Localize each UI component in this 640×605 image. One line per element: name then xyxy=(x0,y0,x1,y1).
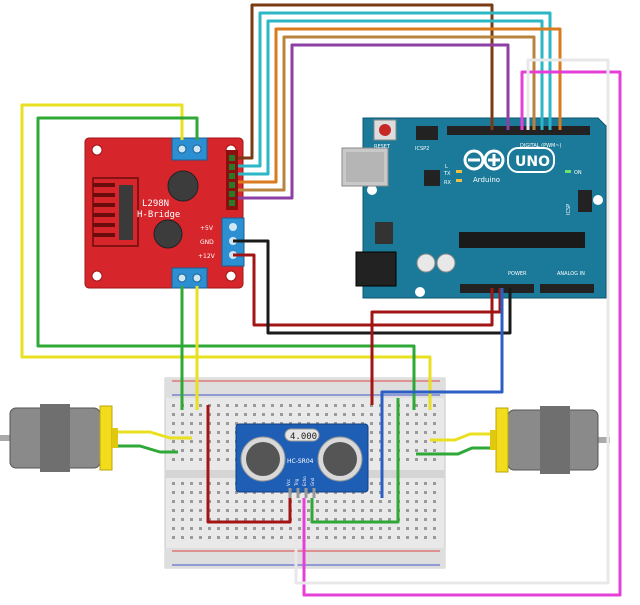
rx-label: RX xyxy=(444,180,451,186)
power-header xyxy=(460,284,534,293)
wire-motor-right-yellow xyxy=(430,432,490,442)
wire-magenta-1 xyxy=(302,70,622,597)
heatsink xyxy=(92,177,139,247)
atmega-chip xyxy=(459,232,585,248)
l298n-header-pins xyxy=(226,150,238,210)
sensor-pin-label: Vcc xyxy=(286,479,291,486)
on-label: ON xyxy=(574,170,582,176)
wire-cyan-2 xyxy=(238,19,544,176)
l298n-terminal-top xyxy=(171,137,208,161)
sensor-pin xyxy=(304,488,308,498)
sensor-pin-label: Trig xyxy=(294,478,299,487)
l298n-model: L298N xyxy=(142,199,169,209)
wire-black-gnd xyxy=(233,239,512,335)
power-jack xyxy=(355,251,397,287)
wire-motor-right-green xyxy=(416,446,490,456)
power-label: POWER xyxy=(508,271,527,277)
wire-motor-left-green xyxy=(118,444,178,454)
wire-green-top xyxy=(36,116,416,410)
wire-green-gnd xyxy=(310,398,400,524)
sensor-pin xyxy=(288,488,292,498)
small-chip xyxy=(424,170,440,186)
sensor-pin-label: Gnd xyxy=(310,477,315,486)
wire-blue xyxy=(380,288,504,498)
digital-header xyxy=(447,126,590,135)
icsp2-label: ICSP2 xyxy=(415,146,429,152)
l-label: L xyxy=(445,164,448,170)
wire-cyan-1 xyxy=(238,11,552,168)
l298n-module: L298N H-Bridge +5V GND +12V xyxy=(84,137,245,289)
arduino-uno: RESET ICSP2 DIGITAL (PWM~) UNO Arduino L… xyxy=(341,117,607,299)
wire-brown xyxy=(238,3,494,160)
pin-5v-label: +5V xyxy=(200,225,214,232)
sensor-model: HC-SR04 xyxy=(287,458,314,465)
wire-yellow-top xyxy=(20,103,432,410)
motor-right xyxy=(490,406,610,474)
analog-label: ANALOG IN xyxy=(557,271,585,277)
wire-darkred-5v xyxy=(370,288,502,405)
wire-motor-left-yellow xyxy=(118,430,192,440)
tx-label: TX xyxy=(443,171,451,177)
wire-purple xyxy=(238,43,510,200)
brand-label: Arduino xyxy=(473,176,500,184)
wire-tan xyxy=(238,35,536,192)
icsp-label: ICSP xyxy=(566,204,572,215)
wire-white xyxy=(294,58,610,585)
sensor-pin-label: Echo xyxy=(302,476,307,486)
sensor-pin xyxy=(312,488,316,498)
sensor-pin xyxy=(296,488,300,498)
l298n-terminal-bottom xyxy=(171,267,208,289)
analog-header xyxy=(540,284,594,293)
wire-orange xyxy=(238,27,562,184)
wire-red-vcc xyxy=(206,405,292,524)
pin-gnd-label: GND xyxy=(200,239,214,246)
crystal-label: 4.000 xyxy=(290,432,317,442)
wires xyxy=(20,3,622,597)
digital-label: DIGITAL (PWM~) xyxy=(520,143,562,149)
reset-label: RESET xyxy=(374,144,391,150)
motor-left xyxy=(0,404,118,472)
uno-label: UNO xyxy=(515,154,550,170)
arduino-logo xyxy=(463,149,505,171)
pin-12v-label: +12V xyxy=(198,253,216,260)
l298n-name: H-Bridge xyxy=(137,210,180,220)
